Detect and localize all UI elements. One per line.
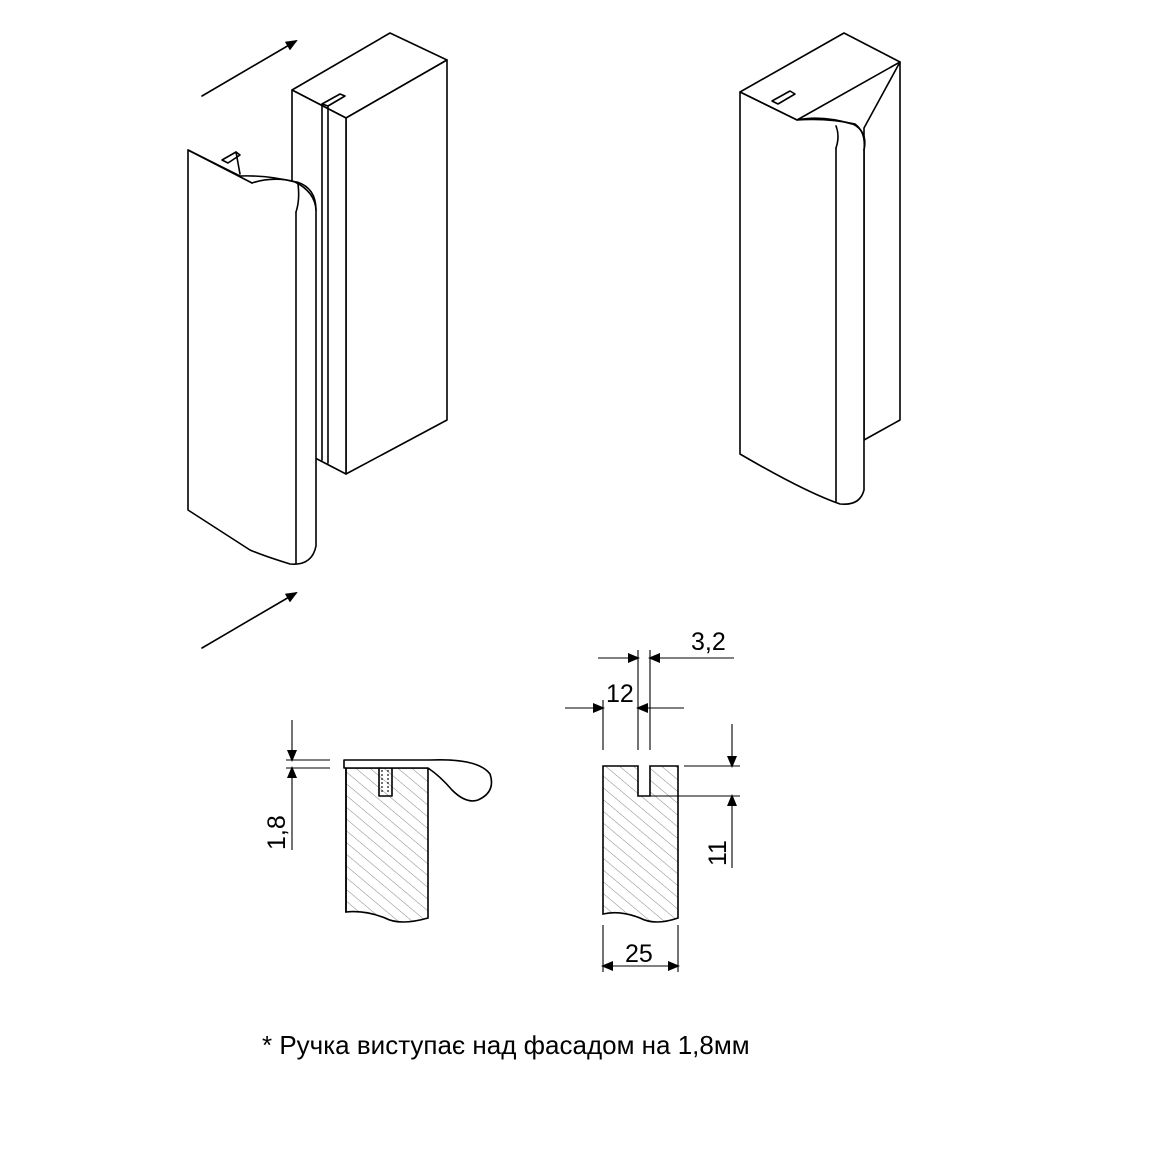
assembly-view-exploded [187,32,448,649]
protrusion-note: * Ручка виступає над фасадом на 1,8мм [262,1030,750,1060]
dim-panel-thickness-label: 25 [625,940,653,968]
dim-slot-width-label: 3,2 [691,628,726,656]
section-panel-groove: 3,2 12 11 25 [565,628,740,972]
dim-slot-offset-label: 12 [606,680,634,708]
panel-section-left [345,767,429,923]
dim-slot-depth-label: 11 [704,840,732,866]
panel-section-right [602,765,679,923]
insert-arrow-top [201,39,298,97]
handle-profile-3d [187,149,317,565]
section-handle-on-panel: 1,8 [263,720,493,923]
insert-arrow-bottom [201,591,298,649]
assembly-view-mounted [739,32,901,506]
dim-protrusion-label: 1,8 [263,815,291,850]
